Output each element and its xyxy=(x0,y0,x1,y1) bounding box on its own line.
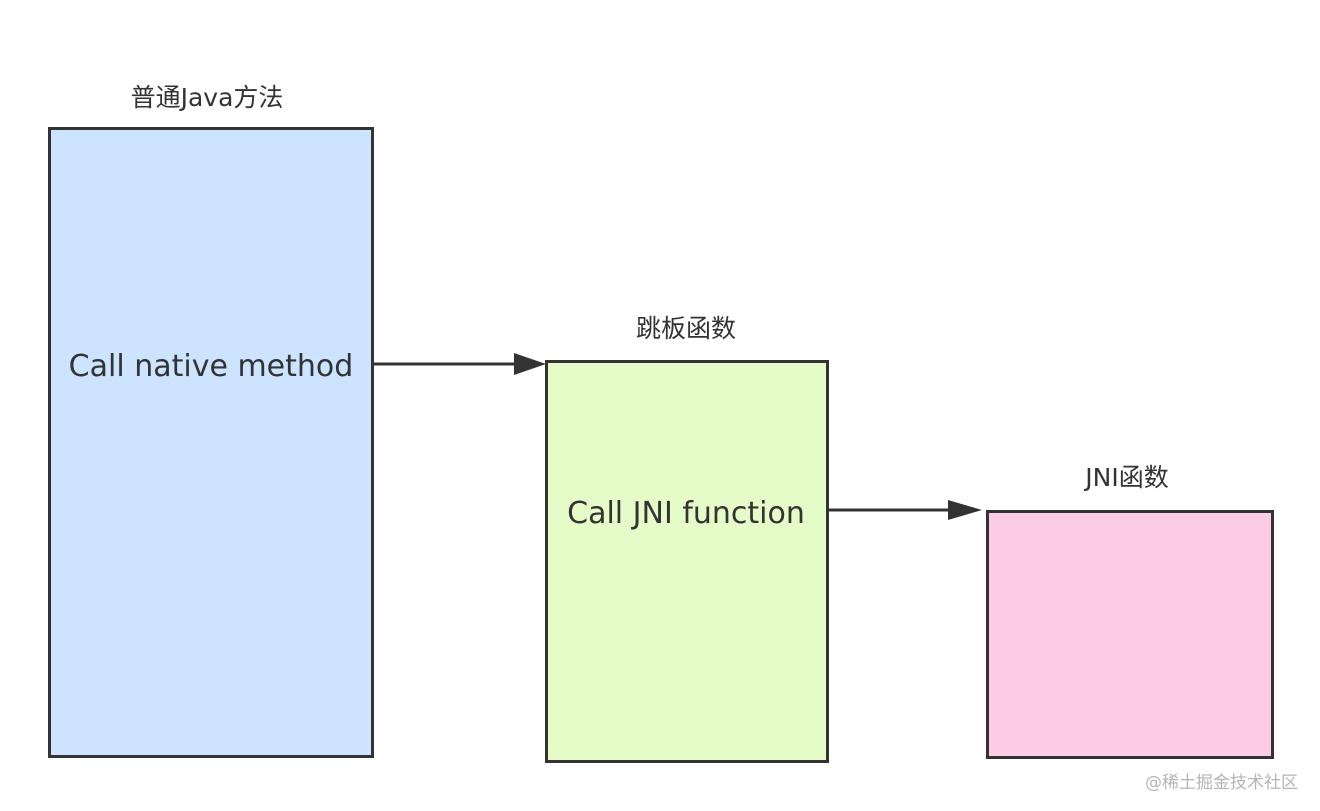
trampoline-box xyxy=(545,360,829,763)
jni-function-box xyxy=(986,510,1274,759)
java-method-label: Call native method xyxy=(68,349,354,384)
watermark: @稀土掘金技术社区 xyxy=(1145,773,1298,793)
jni-function-title: JNI函数 xyxy=(1085,463,1169,492)
edge-java-to-trampoline xyxy=(373,353,546,375)
java-method-title: 普通Java方法 xyxy=(130,83,284,112)
arrowhead-icon xyxy=(514,353,546,375)
trampoline-title: 跳板函数 xyxy=(635,314,737,343)
java-method-box xyxy=(48,127,374,758)
trampoline-label: Call JNI function xyxy=(567,496,805,531)
edge-trampoline-to-jni xyxy=(828,500,982,520)
arrowhead-icon xyxy=(948,500,982,520)
